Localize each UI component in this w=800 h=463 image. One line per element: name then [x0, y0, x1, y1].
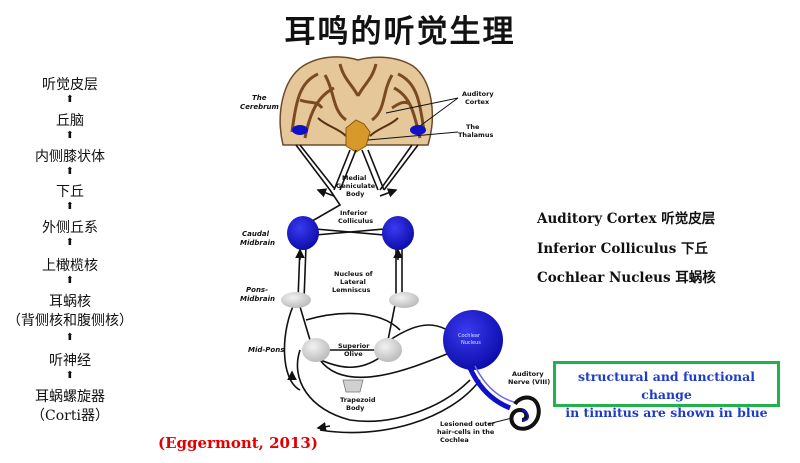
nll-label: Lateral [340, 278, 366, 286]
legend-cochlear-nucleus: Cochlear Nucleus 耳蜗核 [537, 270, 716, 286]
auditory-cortex-right-marker [410, 125, 426, 135]
tinnitus-note-box: structural and functional change in tinn… [553, 361, 780, 420]
cerebrum-label: The [252, 94, 267, 102]
lesioned-label: hair-cells in the [437, 428, 495, 436]
nll-left [281, 292, 311, 308]
pons-midbrain-label: Pons- [246, 286, 268, 294]
thalamus-shape [345, 119, 371, 153]
pathway-item: 耳蜗螺旋器 [35, 389, 105, 405]
arrow-up-icon: ⬆ [65, 370, 75, 381]
thalamus-label: Thalamus [458, 131, 493, 139]
legend-inferior-colliculus: Inferior Colliculus 下丘 [537, 241, 708, 257]
note-line: in tinnitus are shown in blue [565, 405, 768, 420]
tb-label: Trapezoid [340, 396, 376, 404]
pathway-item: （Corti器） [31, 408, 109, 424]
arrow-up-icon: ⬆ [65, 332, 75, 343]
cn-label: Nucleus [461, 340, 481, 346]
mgb-label: Body [346, 190, 365, 198]
pathway-item: 下丘 [56, 184, 84, 200]
pathway-item: 丘脑 [56, 113, 84, 129]
tb-label: Body [346, 404, 365, 412]
auditory-cortex-label: Cortex [465, 98, 490, 106]
caudal-midbrain-label: Caudal [242, 230, 270, 238]
pathway-item: 外侧丘系 [42, 220, 98, 236]
lesioned-label: Lesioned outer [440, 420, 496, 428]
inferior-colliculus-left [287, 216, 319, 250]
legend-auditory-cortex: Auditory Cortex 听觉皮层 [537, 211, 716, 227]
caudal-midbrain-label: Midbrain [240, 239, 275, 247]
arrow-up-icon: ⬆ [65, 166, 75, 177]
pathway-item: （背侧核和腹侧核） [7, 313, 133, 329]
auditory-nerve-label: Nerve (VIII) [508, 378, 550, 386]
mgb-label: Medial [342, 174, 366, 182]
cn-label: Cochlear [458, 333, 481, 339]
superior-olive-right [374, 338, 402, 362]
citation: (Eggermont, 2013) [158, 434, 318, 452]
thalamus-label: The [466, 123, 480, 131]
arrow-up-icon: ⬆ [65, 201, 75, 212]
lesioned-label: Cochlea [440, 436, 469, 444]
cochlea-icon [509, 395, 541, 431]
auditory-cortex-label: Auditory [462, 90, 494, 98]
ic-label: Colliculus [338, 217, 373, 225]
pathway-item: 内侧膝状体 [35, 149, 105, 165]
nll-right [389, 292, 419, 308]
brain-section-image [279, 56, 434, 153]
arrow-up-icon: ⬆ [65, 94, 75, 105]
so-label: Superior [338, 342, 370, 350]
pathway-item: 耳蜗核 [49, 294, 91, 310]
auditory-cortex-left-marker [292, 125, 308, 135]
so-label: Olive [344, 350, 363, 358]
superior-olive-left [302, 338, 330, 362]
pons-midbrain-label: Midbrain [240, 295, 275, 303]
mid-pons-label: Mid-Pons [248, 346, 284, 354]
pathway-item: 上橄榄核 [42, 258, 98, 274]
trapezoid-body-shape [342, 379, 364, 393]
pathway-item: 听觉皮层 [42, 77, 98, 93]
inferior-colliculus-right [382, 216, 414, 250]
ic-label: Inferior [340, 209, 368, 217]
mgb-label: Geniculate [336, 182, 376, 190]
note-line: structural and functional change [578, 369, 755, 402]
arrow-up-icon: ⬆ [65, 275, 75, 286]
arrow-up-icon: ⬆ [65, 130, 75, 141]
cerebrum-label: Cerebrum [240, 103, 279, 111]
cochlear-nucleus [443, 310, 503, 370]
nll-label: Nucleus of [334, 270, 373, 278]
pathway-item: 听神经 [49, 353, 91, 369]
auditory-nerve-label: Auditory [512, 370, 544, 378]
arrow-up-icon: ⬆ [65, 237, 75, 248]
page-title: 耳鸣的听觉生理 [284, 14, 516, 50]
nll-label: Lemniscus [332, 286, 371, 294]
